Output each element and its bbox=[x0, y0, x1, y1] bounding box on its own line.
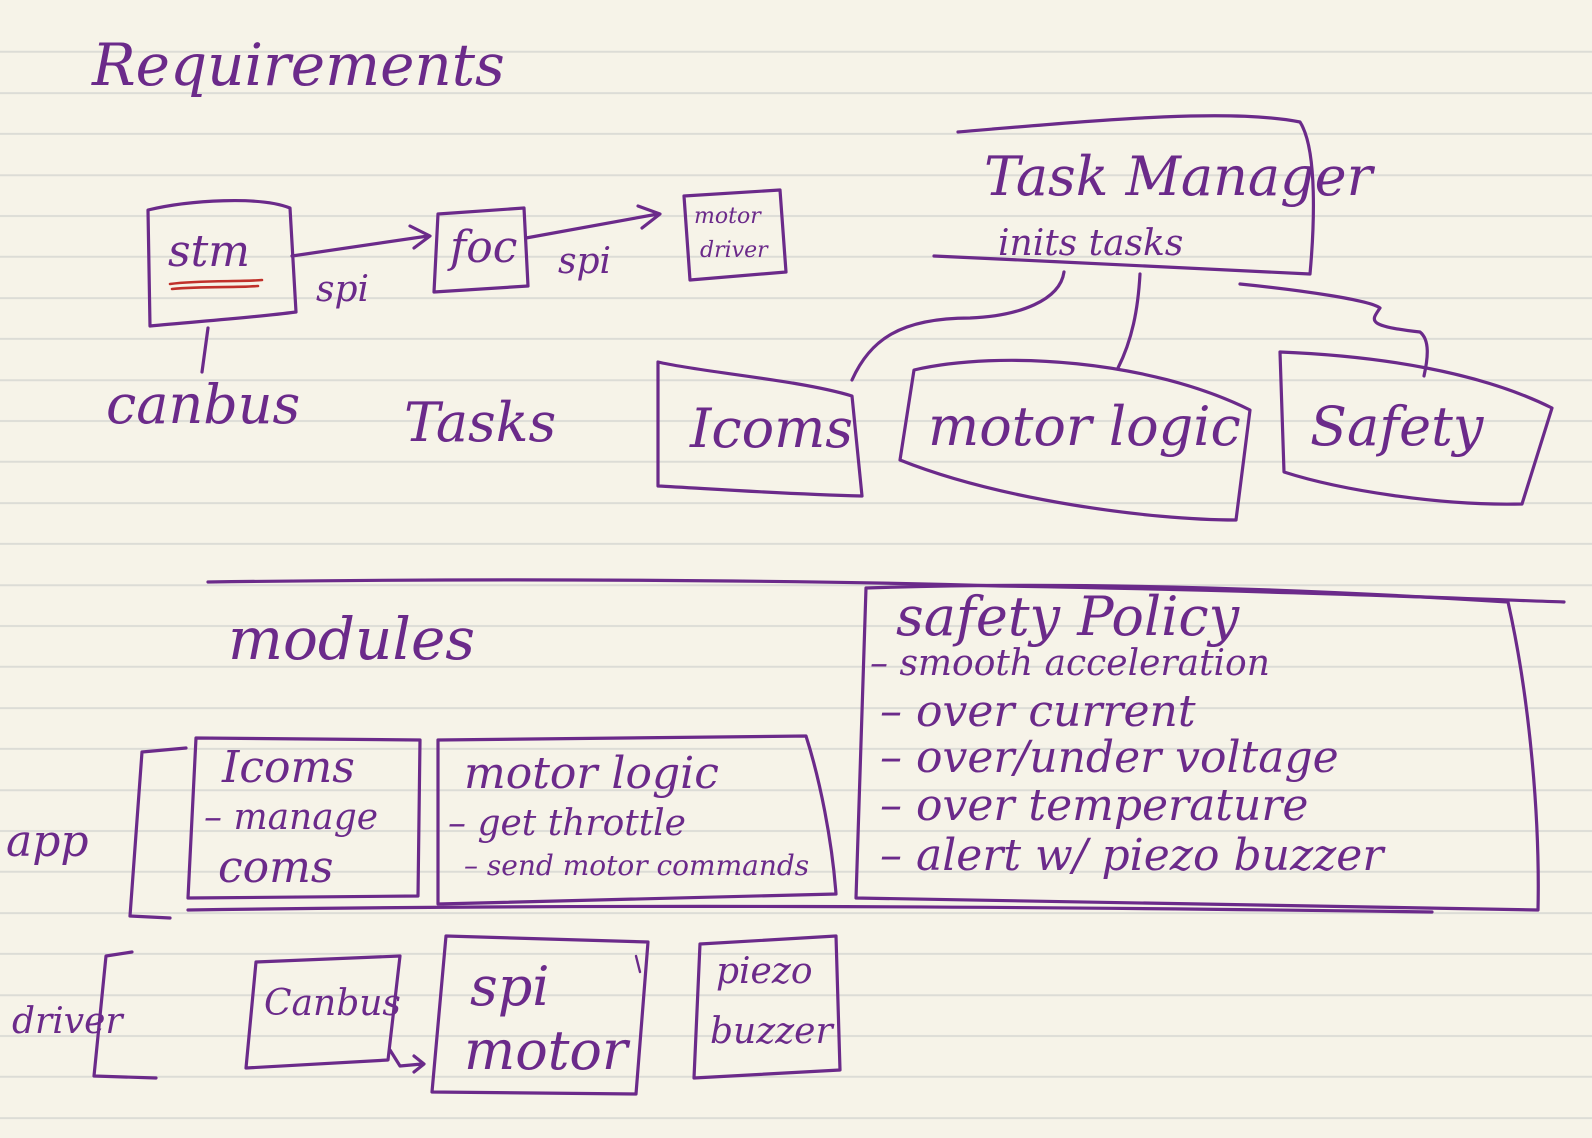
spi-motor-box bbox=[430, 934, 650, 1096]
tm-to-safety bbox=[1238, 282, 1429, 378]
icoms-module-title: Icoms bbox=[222, 742, 355, 793]
safety-policy-item-4: – over temperature bbox=[880, 780, 1309, 831]
icoms-module-line2: coms bbox=[218, 842, 334, 893]
tm-to-motorlogic bbox=[1116, 272, 1142, 370]
stm-foc-arrow bbox=[290, 224, 432, 258]
spi-motor-tick bbox=[634, 954, 642, 974]
motorlogic-top-label: motor logic bbox=[928, 395, 1241, 458]
tasks-label: Tasks bbox=[404, 391, 557, 454]
motorlogic-module-box bbox=[436, 734, 838, 906]
motorlogic-top-box bbox=[898, 358, 1252, 522]
app-label: app bbox=[6, 816, 89, 867]
safety-top-box bbox=[1278, 350, 1554, 506]
safety-policy-item-2: – over current bbox=[880, 686, 1196, 737]
stm-red-underline bbox=[168, 278, 264, 291]
foc-label: foc bbox=[450, 222, 518, 273]
motor-driver-box bbox=[682, 188, 788, 282]
driver-label: driver bbox=[12, 1001, 123, 1042]
motorlogic-module-title: motor logic bbox=[464, 748, 719, 799]
safety-top-label: Safety bbox=[1310, 395, 1484, 458]
safety-policy-title: safety Policy bbox=[896, 585, 1240, 648]
safety-policy-item-5: – alert w/ piezo buzzer bbox=[880, 830, 1384, 881]
task-manager-box bbox=[932, 114, 1315, 276]
motorlogic-module-line1: – get throttle bbox=[448, 803, 686, 844]
icoms-module-box bbox=[186, 736, 422, 900]
tm-to-icoms bbox=[850, 270, 1066, 382]
stm-label: stm bbox=[168, 226, 250, 277]
safety-policy-item-3: – over/under voltage bbox=[880, 732, 1339, 783]
app-baseline bbox=[186, 904, 1434, 914]
piezo-line1: piezo bbox=[716, 951, 813, 992]
task-manager-line2: inits tasks bbox=[998, 223, 1184, 264]
app-bracket bbox=[128, 746, 188, 920]
icoms-module-line1: – manage bbox=[204, 797, 379, 838]
stm-box bbox=[146, 199, 298, 328]
motorlogic-module-line2: – send motor commands bbox=[464, 849, 810, 882]
page-title: Requirements bbox=[92, 31, 505, 99]
safety-policy-item-1: – smooth acceleration bbox=[870, 643, 1270, 684]
canbus-module-label: Canbus bbox=[264, 983, 401, 1024]
canbus-module-box bbox=[244, 954, 402, 1070]
canbus-spi-arrow bbox=[388, 1048, 426, 1074]
icoms-top-box bbox=[656, 360, 864, 498]
spi-label-1: spi bbox=[316, 269, 370, 310]
stm-canbus-connector bbox=[200, 326, 210, 374]
foc-driver-arrow bbox=[524, 204, 662, 240]
motor-driver-line1: motor bbox=[694, 204, 761, 229]
spi-motor-line2: motor bbox=[464, 1019, 628, 1082]
task-manager-line1: Task Manager bbox=[984, 145, 1373, 208]
piezo-line2: buzzer bbox=[710, 1011, 833, 1052]
foc-box bbox=[432, 206, 530, 294]
canbus-label: canbus bbox=[106, 373, 301, 436]
spi-label-2: spi bbox=[558, 241, 612, 282]
motor-driver-line2: driver bbox=[700, 238, 768, 263]
section-divider bbox=[206, 578, 1566, 604]
driver-bracket bbox=[92, 950, 158, 1080]
safety-policy-box bbox=[854, 583, 1540, 912]
piezo-buzzer-box bbox=[692, 934, 842, 1080]
icoms-top-label: Icoms bbox=[690, 397, 854, 460]
modules-heading: modules bbox=[228, 605, 476, 673]
spi-motor-line1: spi bbox=[470, 955, 550, 1018]
